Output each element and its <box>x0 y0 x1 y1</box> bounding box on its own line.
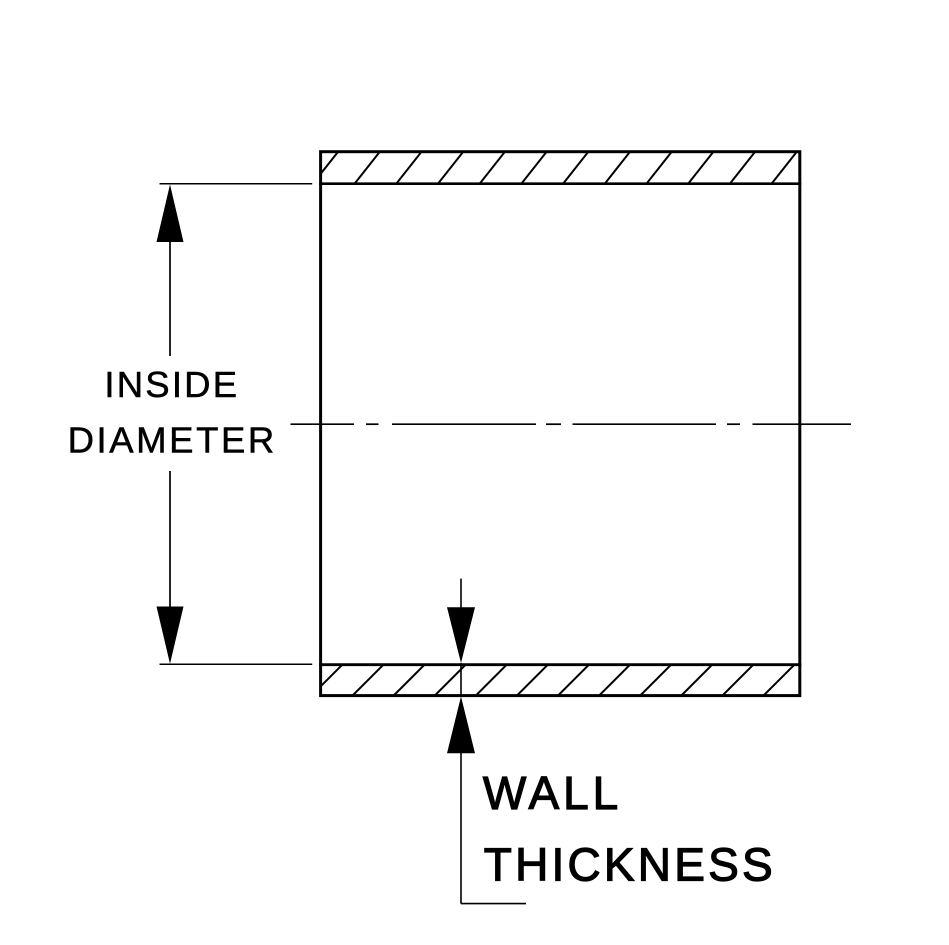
svg-text:THICKNESS: THICKNESS <box>484 839 776 891</box>
svg-text:WALL: WALL <box>483 767 622 819</box>
svg-text:DIAMETER: DIAMETER <box>68 420 277 461</box>
svg-text:INSIDE: INSIDE <box>104 364 239 405</box>
